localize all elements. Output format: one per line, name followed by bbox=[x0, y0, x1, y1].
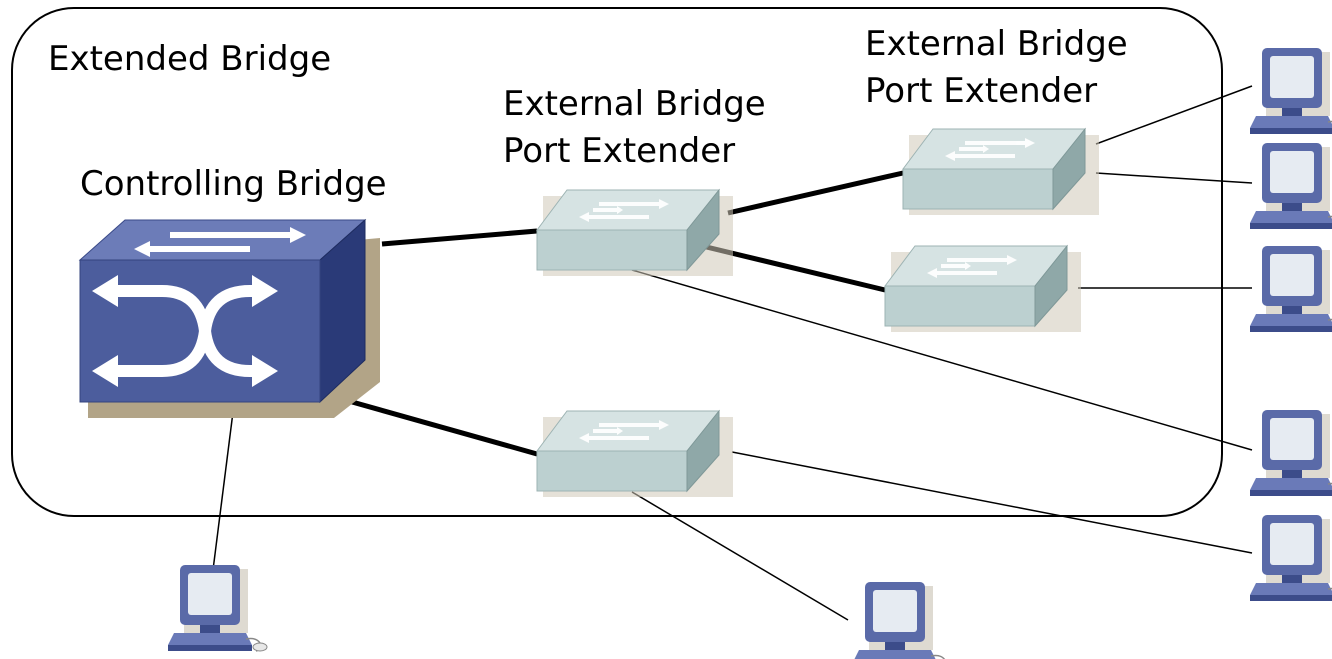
controlling-bridge-label: Controlling Bridge bbox=[80, 164, 387, 204]
end-station-computer-icon bbox=[167, 564, 268, 652]
port-extender-2-label-line1: External Bridge bbox=[865, 24, 1128, 64]
end-station-computer-icon bbox=[1249, 47, 1332, 135]
end-station-computer-icon bbox=[852, 581, 953, 659]
end-station-computer-icon bbox=[1249, 514, 1332, 602]
end-station-computer-icon bbox=[1249, 245, 1332, 333]
extended-bridge-boundary bbox=[11, 7, 1223, 517]
end-station-computer-icon bbox=[1249, 409, 1332, 497]
controlling-bridge-switch-icon bbox=[78, 218, 380, 418]
port-extender-1-label-line2: Port Extender bbox=[503, 131, 735, 171]
port-extender-1-label-line1: External Bridge bbox=[503, 84, 766, 124]
port-extender-2-label-line2: Port Extender bbox=[865, 71, 1097, 111]
station-links bbox=[212, 85, 1253, 621]
port-extender-4-switch-icon bbox=[536, 410, 734, 498]
port-extender-2-switch-icon bbox=[902, 128, 1100, 216]
extended-bridge-label: Extended Bridge bbox=[48, 39, 331, 79]
end-station-computer-icon bbox=[1249, 142, 1332, 230]
port-extender-1-switch-icon bbox=[536, 189, 734, 277]
port-extender-3-switch-icon bbox=[884, 245, 1082, 333]
